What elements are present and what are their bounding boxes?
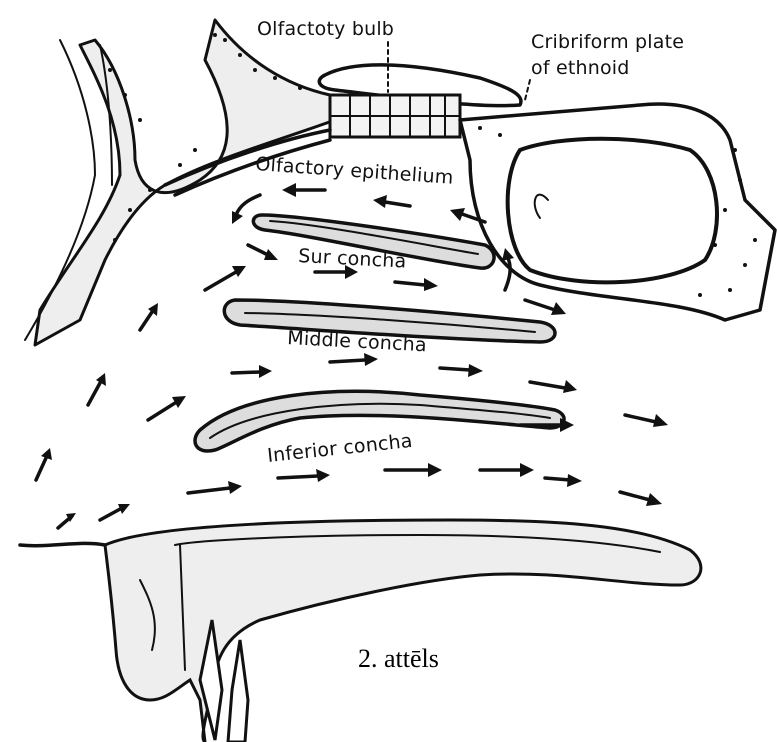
- label-sup-concha: Sur concha: [298, 245, 407, 273]
- sphenoid-sinus: [508, 139, 717, 283]
- airflow-arrow: [440, 364, 483, 377]
- airflow-arrow: [330, 353, 378, 366]
- airflow-arrow: [525, 300, 566, 315]
- airflow-arrow: [530, 380, 577, 393]
- airflow-arrow: [58, 513, 76, 528]
- airflow-arrow: [395, 278, 438, 291]
- figure-caption: 2. attēls: [358, 644, 439, 673]
- label-inferior-concha: Inferior concha: [266, 430, 413, 467]
- airflow-arrow: [88, 373, 106, 405]
- airflow-arrow: [232, 365, 272, 378]
- airflow-arrow: [625, 414, 668, 427]
- airflow-arrow: [188, 481, 242, 494]
- cribriform-leader: [525, 80, 530, 100]
- airflow-arrow: [282, 183, 325, 197]
- label-olfactory-bulb: Olfactoty bulb: [257, 18, 394, 40]
- airflow-arrow: [545, 474, 582, 487]
- airflow-arrow: [140, 303, 158, 330]
- cribriform-plate: [330, 95, 460, 137]
- airflow-arrow: [248, 245, 278, 260]
- label-olfactory-epithelium: Olfactory epithelium: [255, 153, 455, 189]
- frontal-bone: [25, 20, 335, 345]
- label-of-ethnoid: of ethnoid: [531, 57, 630, 79]
- airflow-arrow: [278, 469, 330, 482]
- airflow-arrow: [36, 448, 52, 480]
- airflow-arrow: [100, 504, 130, 520]
- airflow-arrow: [373, 195, 410, 208]
- airflow-arrow: [620, 492, 662, 506]
- airflow-arrow: [480, 463, 534, 477]
- airflow-arrow: [205, 266, 246, 290]
- airflow-arrow: [385, 463, 442, 477]
- airflow-arrow: [148, 396, 186, 420]
- label-cribriform-plate: Cribriform plate: [531, 31, 684, 53]
- hard-palate: [20, 520, 701, 742]
- airflow-arrow: [450, 208, 485, 222]
